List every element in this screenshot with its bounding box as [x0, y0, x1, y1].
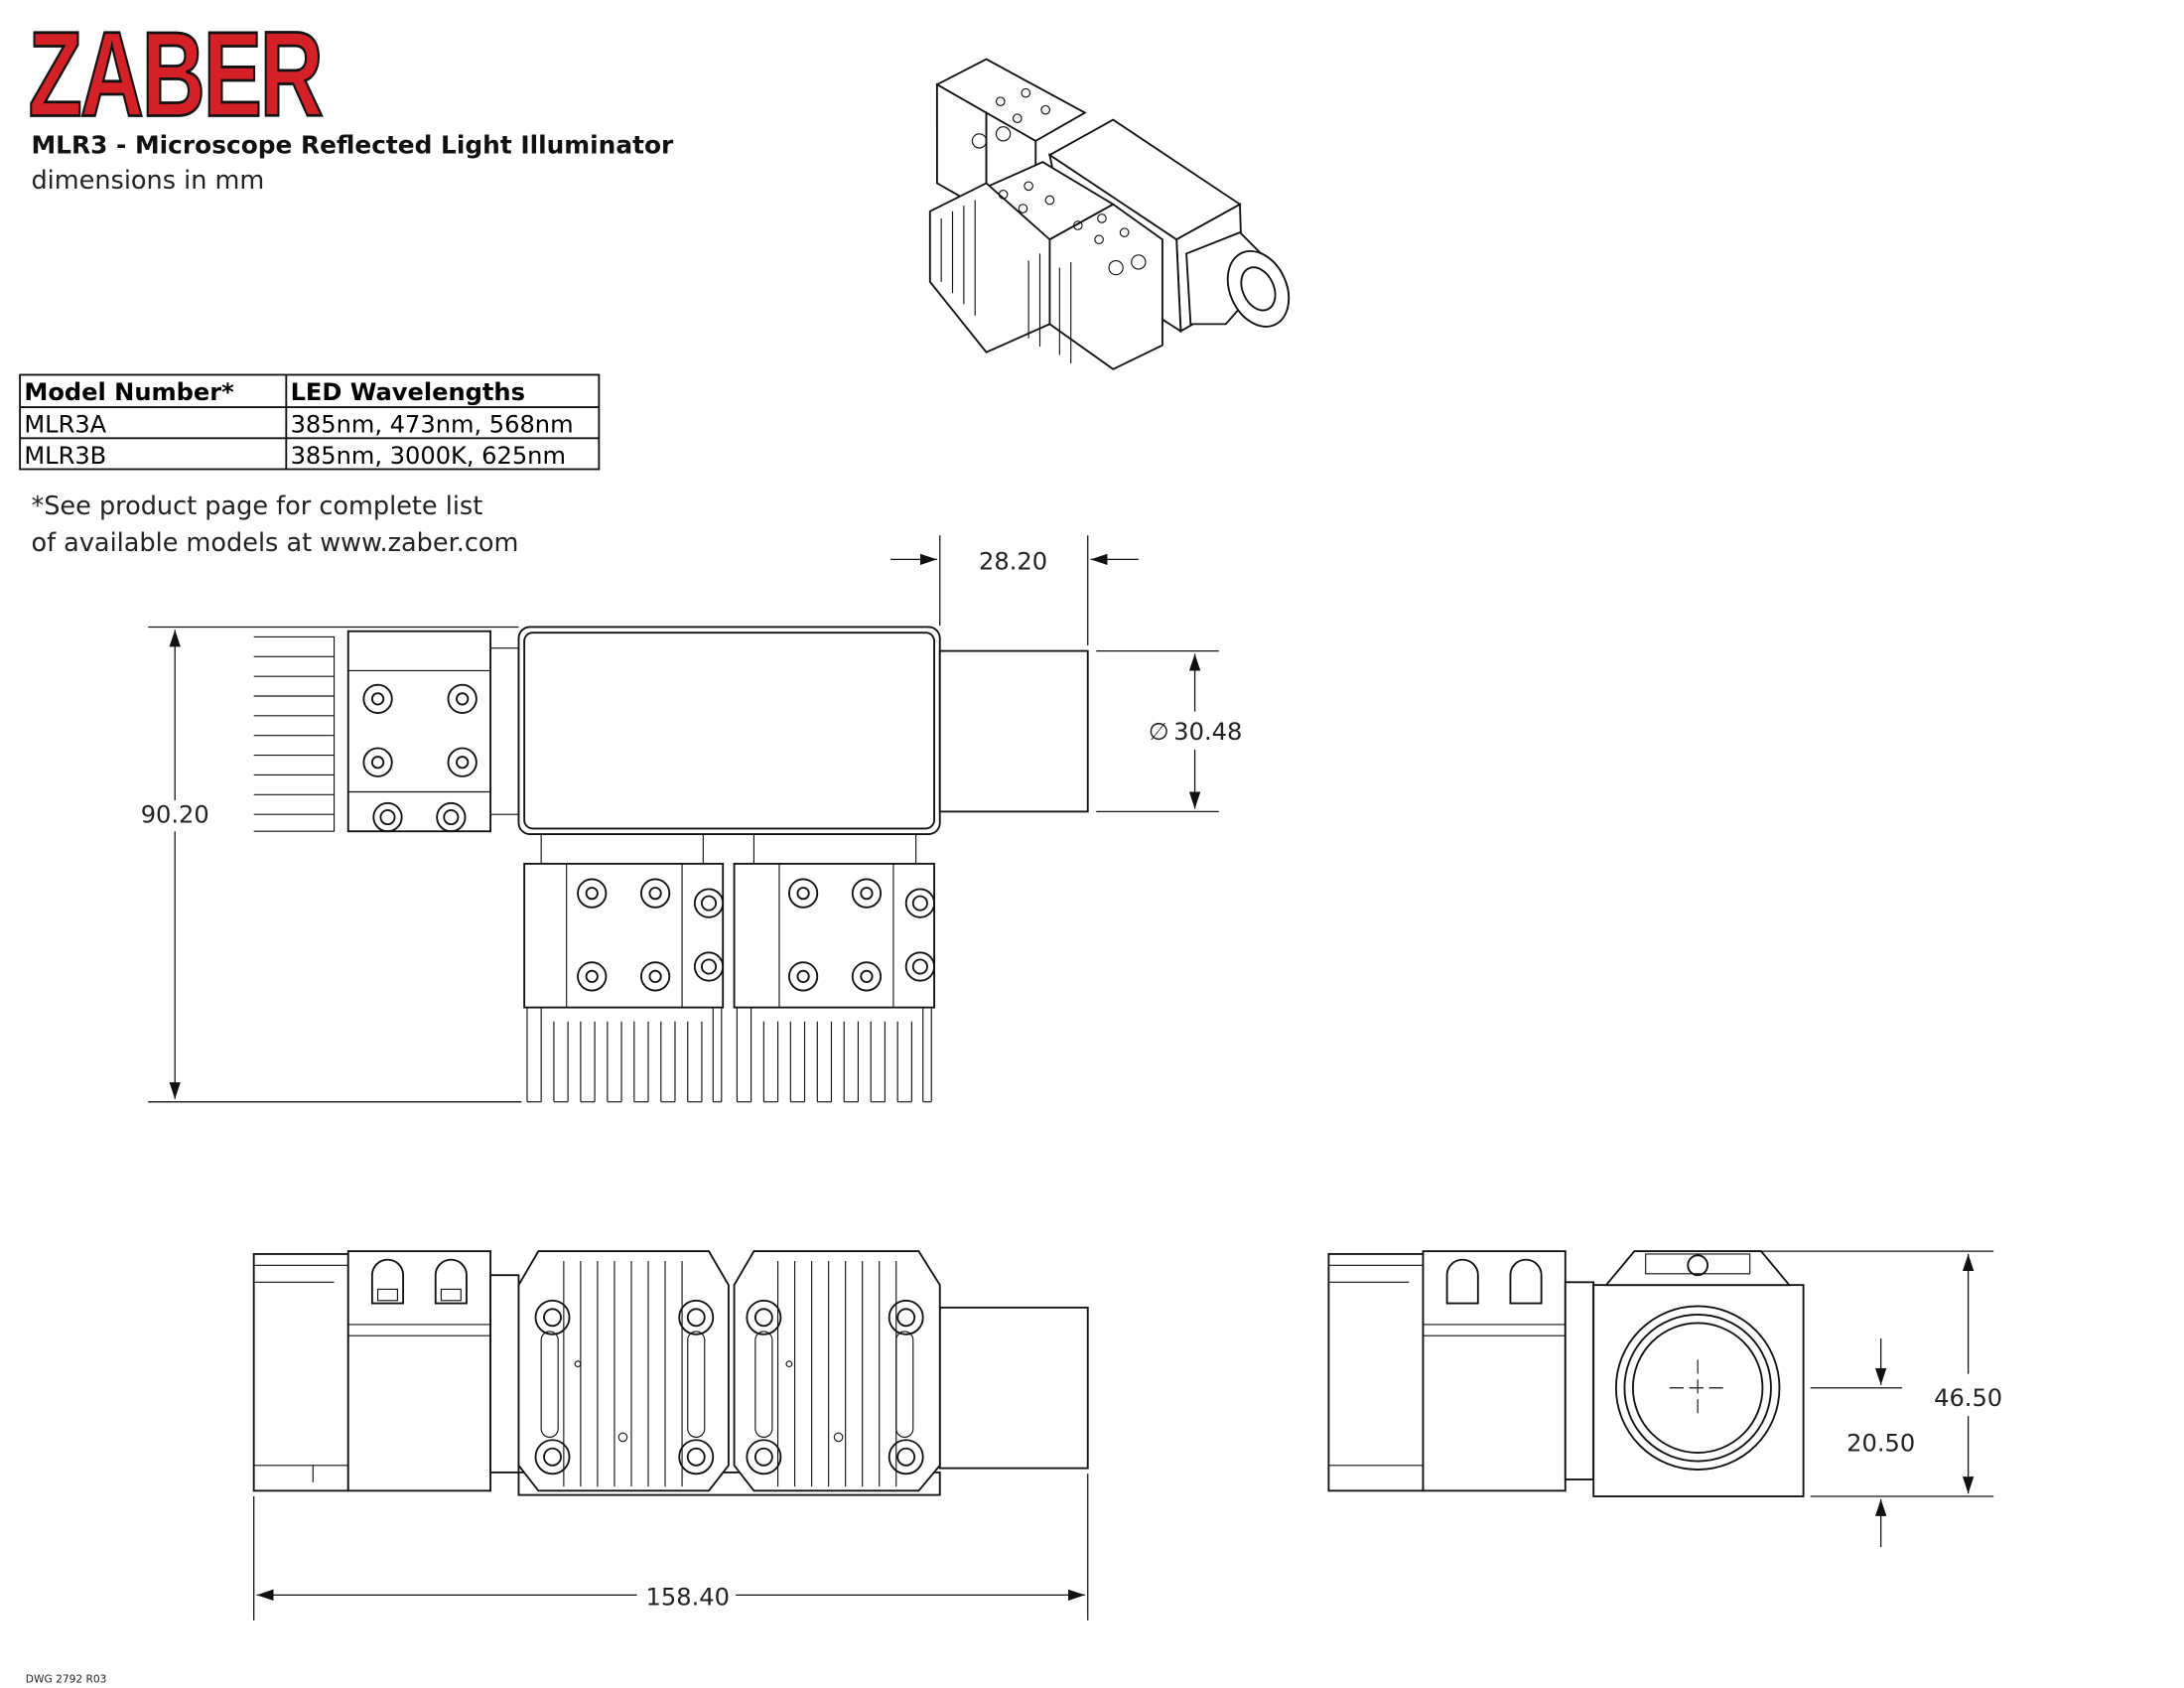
isometric-view [928, 58, 1291, 370]
dimension-axis-height: 20.50 [1846, 1430, 1915, 1458]
dimension-height: 46.50 [1934, 1384, 2002, 1412]
table-header-wavelengths: LED Wavelengths [291, 378, 525, 406]
table-cell: 385nm, 3000K, 625nm [291, 442, 566, 470]
table-cell: MLR3B [24, 442, 106, 470]
top-view: 90.20 28.20 ∅ 30.48 [141, 535, 1242, 1103]
footnote-line-1: *See product page for complete list [31, 492, 482, 521]
drawing-number: DWG 2792 R03 [26, 1672, 107, 1685]
table-cell: 385nm, 473nm, 568nm [291, 411, 574, 439]
side-view: 46.50 20.50 [1327, 1250, 2002, 1548]
model-table: Model Number* LED Wavelengths MLR3A 385n… [19, 373, 601, 471]
dimension-width: 158.40 [646, 1583, 730, 1611]
table-header-model: Model Number* [24, 378, 234, 406]
zaber-logo: ZABER [29, 6, 323, 141]
drawing-title: MLR3 - Microscope Reflected Light Illumi… [31, 131, 674, 160]
diameter-symbol: ∅ [1149, 718, 1169, 746]
footnote-line-2: of available models at www.zaber.com [31, 528, 518, 558]
units-note: dimensions in mm [31, 166, 264, 196]
dimension-depth: 90.20 [141, 801, 209, 829]
dimension-tube-length: 28.20 [979, 547, 1047, 575]
dimension-tube-diameter: 30.48 [1173, 718, 1242, 746]
front-view: 158.40 [252, 1250, 1089, 1620]
table-cell: MLR3A [24, 411, 106, 439]
